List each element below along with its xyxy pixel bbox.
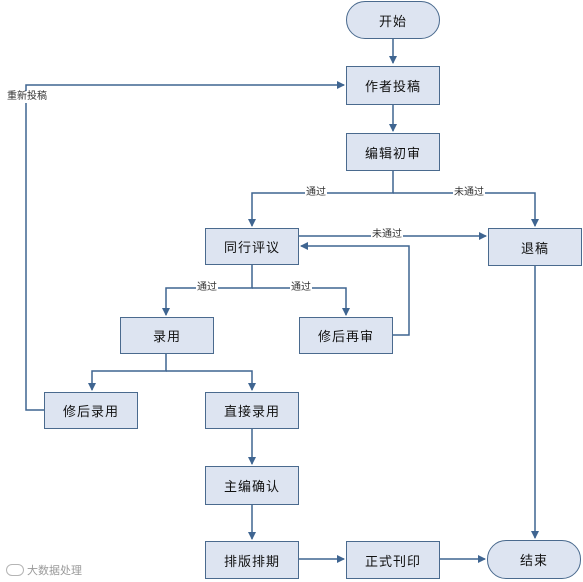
node-revise-accept: 修后录用 xyxy=(44,392,138,429)
edge-label-peer-pass-left: 通过 xyxy=(196,282,218,294)
watermark: 大数据处理 xyxy=(6,562,82,578)
watermark-logo-icon xyxy=(6,564,24,576)
edge-label-pass-left: 通过 xyxy=(305,187,327,199)
node-start: 开始 xyxy=(346,1,440,39)
node-publish: 正式刊印 xyxy=(346,541,440,579)
watermark-text: 大数据处理 xyxy=(27,564,82,577)
edge-label-peer-pass-right: 通过 xyxy=(290,282,312,294)
edge-label-fail-right: 未通过 xyxy=(453,187,485,199)
node-direct-accept: 直接录用 xyxy=(205,392,299,429)
edge-peer-review-to-revise-rereview xyxy=(252,287,350,316)
edge-revise-rereview-to-peer-review xyxy=(300,242,410,336)
node-peer-review: 同行评议 xyxy=(205,228,299,265)
node-editor-confirm: 主编确认 xyxy=(205,466,299,505)
edge-revise-accept-resubmit xyxy=(25,81,345,411)
node-end: 结束 xyxy=(487,540,581,579)
node-submit: 作者投稿 xyxy=(346,66,440,105)
node-initial-review: 编辑初审 xyxy=(346,133,440,171)
edge-accept-to-revise-accept xyxy=(88,354,167,391)
edge-label-peer-fail: 未通过 xyxy=(371,229,403,241)
node-reject: 退稿 xyxy=(488,228,582,266)
edge-initial-review-to-reject xyxy=(393,192,539,227)
edge-label-resubmit: 重新投稿 xyxy=(6,91,48,103)
node-typeset: 排版排期 xyxy=(205,541,299,579)
node-revise-rereview: 修后再审 xyxy=(299,317,393,354)
node-accept: 录用 xyxy=(120,317,214,354)
edge-accept-to-direct-accept xyxy=(166,370,256,391)
